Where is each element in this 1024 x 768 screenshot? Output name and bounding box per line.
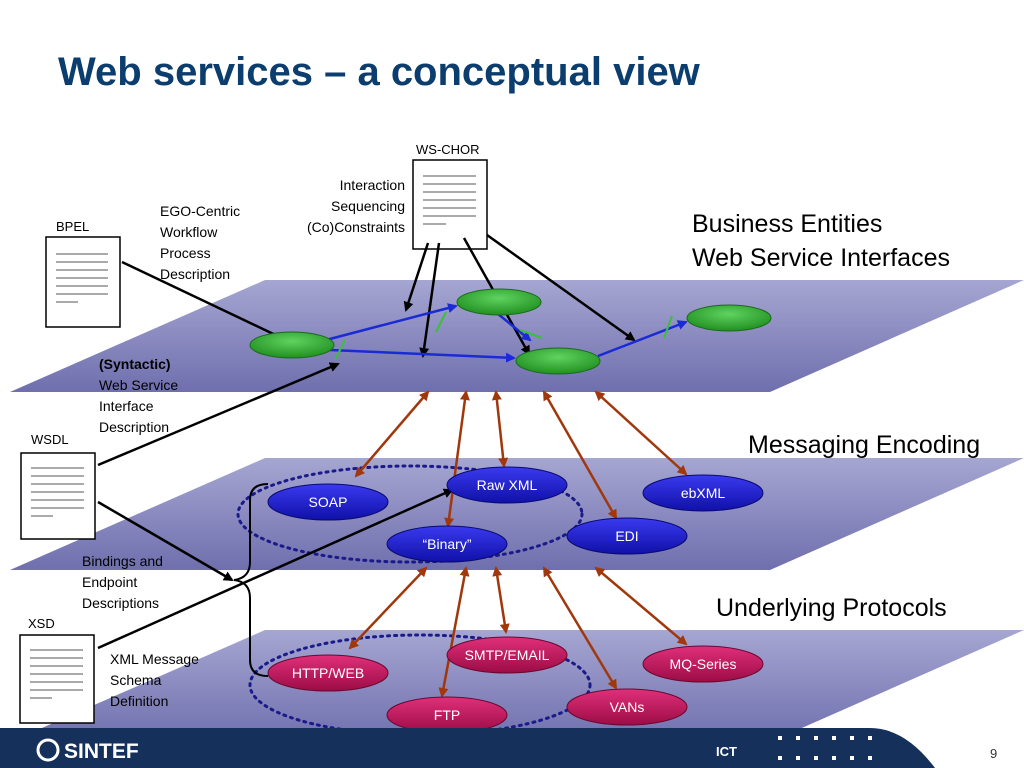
service-node[interactable] bbox=[249, 331, 335, 359]
protocol-mq-label: MQ-Series bbox=[670, 656, 737, 672]
protocol-smtp-label: SMTP/EMAIL bbox=[465, 647, 550, 663]
bindings-line-1: Bindings and bbox=[82, 553, 163, 569]
service-node[interactable] bbox=[515, 347, 601, 375]
protocol-ftp[interactable]: FTP bbox=[386, 696, 508, 734]
xsd-arrow bbox=[97, 488, 454, 650]
encoding-ebxml-label: ebXML bbox=[681, 485, 726, 501]
protocol-vans-label: VANs bbox=[610, 699, 645, 715]
ego-centric-annotation: EGO-Centric Workflow Process Description bbox=[160, 203, 240, 282]
protocols-plane bbox=[10, 630, 1024, 742]
interaction-line-1: Interaction bbox=[340, 177, 405, 193]
syntactic-line-2: Interface bbox=[99, 398, 154, 414]
encoding-edi[interactable]: EDI bbox=[566, 517, 688, 555]
bindings-annotation: Bindings and Endpoint Descriptions bbox=[82, 553, 163, 611]
protocol-http-label: HTTP/WEB bbox=[292, 665, 364, 681]
protocol-http[interactable]: HTTP/WEB bbox=[267, 654, 389, 692]
service-node[interactable] bbox=[456, 288, 542, 316]
encoding-ebxml[interactable]: ebXML bbox=[642, 474, 764, 512]
xml-schema-line-1: XML Message bbox=[110, 651, 199, 667]
interaction-line-3: (Co)Constraints bbox=[307, 219, 405, 235]
footer-logo-text: SINTEF bbox=[64, 740, 139, 763]
black-arrows bbox=[97, 233, 636, 650]
wsdl-arrow bbox=[97, 362, 340, 467]
layer-label-business: Business Entities bbox=[692, 210, 882, 238]
protocol-vans[interactable]: VANs bbox=[566, 688, 688, 726]
encoding-edi-label: EDI bbox=[615, 528, 638, 544]
xsd-label: XSD bbox=[28, 616, 55, 631]
xml-schema-annotation: XML Message Schema Definition bbox=[110, 651, 199, 709]
sintef-logo-icon bbox=[36, 738, 60, 762]
syntactic-annotation: (Syntactic) Web Service Interface Descri… bbox=[99, 356, 178, 435]
page-title: Web services – a conceptual view bbox=[58, 50, 700, 94]
ego-line-3: Process bbox=[160, 245, 211, 261]
encoding-binary[interactable]: “Binary” bbox=[386, 525, 508, 563]
protocol-smtp[interactable]: SMTP/EMAIL bbox=[446, 636, 568, 674]
layer-label-messaging: Messaging Encoding bbox=[748, 431, 980, 459]
link-b-c bbox=[497, 313, 532, 342]
service-links bbox=[325, 303, 688, 363]
encoding-soap-label: SOAP bbox=[309, 494, 348, 510]
encoding-binary-label: “Binary” bbox=[422, 536, 471, 552]
bindings-line-2: Endpoint bbox=[82, 574, 137, 590]
link-c-d bbox=[597, 320, 688, 358]
wsdl-binding-arrow bbox=[97, 500, 234, 582]
wschor-arrow-4 bbox=[486, 233, 636, 342]
wschor-arrow-1 bbox=[403, 242, 430, 312]
messaging-brace bbox=[233, 483, 269, 677]
link-a-b bbox=[325, 303, 458, 342]
page-number: 9 bbox=[990, 746, 997, 761]
xml-schema-line-3: Definition bbox=[110, 693, 168, 709]
service-node[interactable] bbox=[686, 304, 772, 332]
xml-schema-line-2: Schema bbox=[110, 672, 162, 688]
messaging-plane bbox=[10, 458, 1024, 570]
syntactic-line-1: Web Service bbox=[99, 377, 178, 393]
bpel-arrow bbox=[121, 260, 288, 342]
link-a-c bbox=[329, 348, 516, 363]
interaction-annotation: Interaction Sequencing (Co)Constraints bbox=[307, 177, 405, 235]
wschor-label: WS-CHOR bbox=[416, 142, 480, 157]
bpel-label: BPEL bbox=[56, 219, 89, 234]
footer-dot-pattern bbox=[778, 736, 872, 760]
ego-line-1: EGO-Centric bbox=[160, 203, 240, 219]
layer-label-protocols: Underlying Protocols bbox=[716, 594, 947, 622]
syntactic-line-bold: (Syntactic) bbox=[99, 356, 171, 372]
protocol-mq[interactable]: MQ-Series bbox=[642, 645, 764, 683]
encoding-rawxml[interactable]: Raw XML bbox=[446, 466, 568, 504]
layer-link-arrows bbox=[348, 390, 688, 698]
syntactic-line-3: Description bbox=[99, 419, 169, 435]
protocol-ftp-label: FTP bbox=[434, 707, 460, 723]
bindings-line-3: Descriptions bbox=[82, 595, 159, 611]
wsdl-label: WSDL bbox=[31, 432, 69, 447]
encoding-rawxml-label: Raw XML bbox=[477, 477, 538, 493]
wschor-arrow-2 bbox=[419, 242, 441, 358]
xsd-document-icon bbox=[19, 634, 95, 724]
footer-unit: ICT bbox=[716, 744, 737, 759]
interaction-line-2: Sequencing bbox=[331, 198, 405, 214]
bpel-document-icon bbox=[45, 236, 121, 328]
footer-bar: SINTEF ICT bbox=[0, 728, 935, 768]
wschor-document-icon bbox=[412, 159, 488, 250]
ego-line-4: Description bbox=[160, 266, 230, 282]
wsdl-document-icon bbox=[20, 452, 96, 540]
business-plane bbox=[10, 280, 1024, 392]
link-ticks bbox=[334, 311, 673, 361]
layer-label-interfaces: Web Service Interfaces bbox=[692, 244, 950, 272]
ego-line-2: Workflow bbox=[160, 224, 218, 240]
encoding-soap[interactable]: SOAP bbox=[267, 483, 389, 521]
